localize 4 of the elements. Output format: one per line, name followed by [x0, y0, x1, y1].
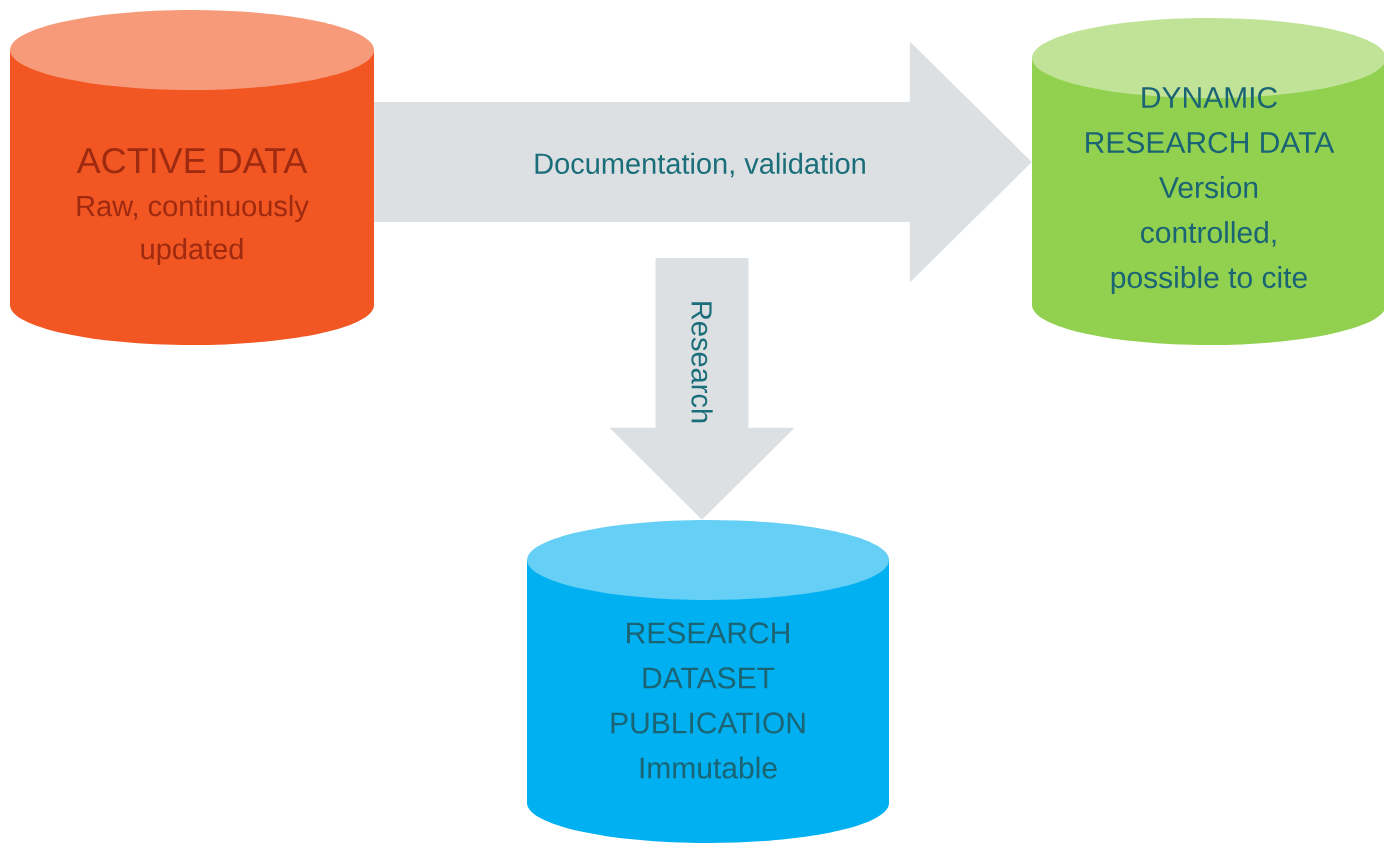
database-cylinder: ACTIVE DATA Raw, continuously updated	[10, 10, 374, 345]
database-cylinder: RESEARCH DATASET PUBLICATION Immutable	[527, 520, 889, 843]
edge-label: Research	[689, 297, 715, 427]
edge-label: Documentation, validation	[531, 150, 869, 180]
